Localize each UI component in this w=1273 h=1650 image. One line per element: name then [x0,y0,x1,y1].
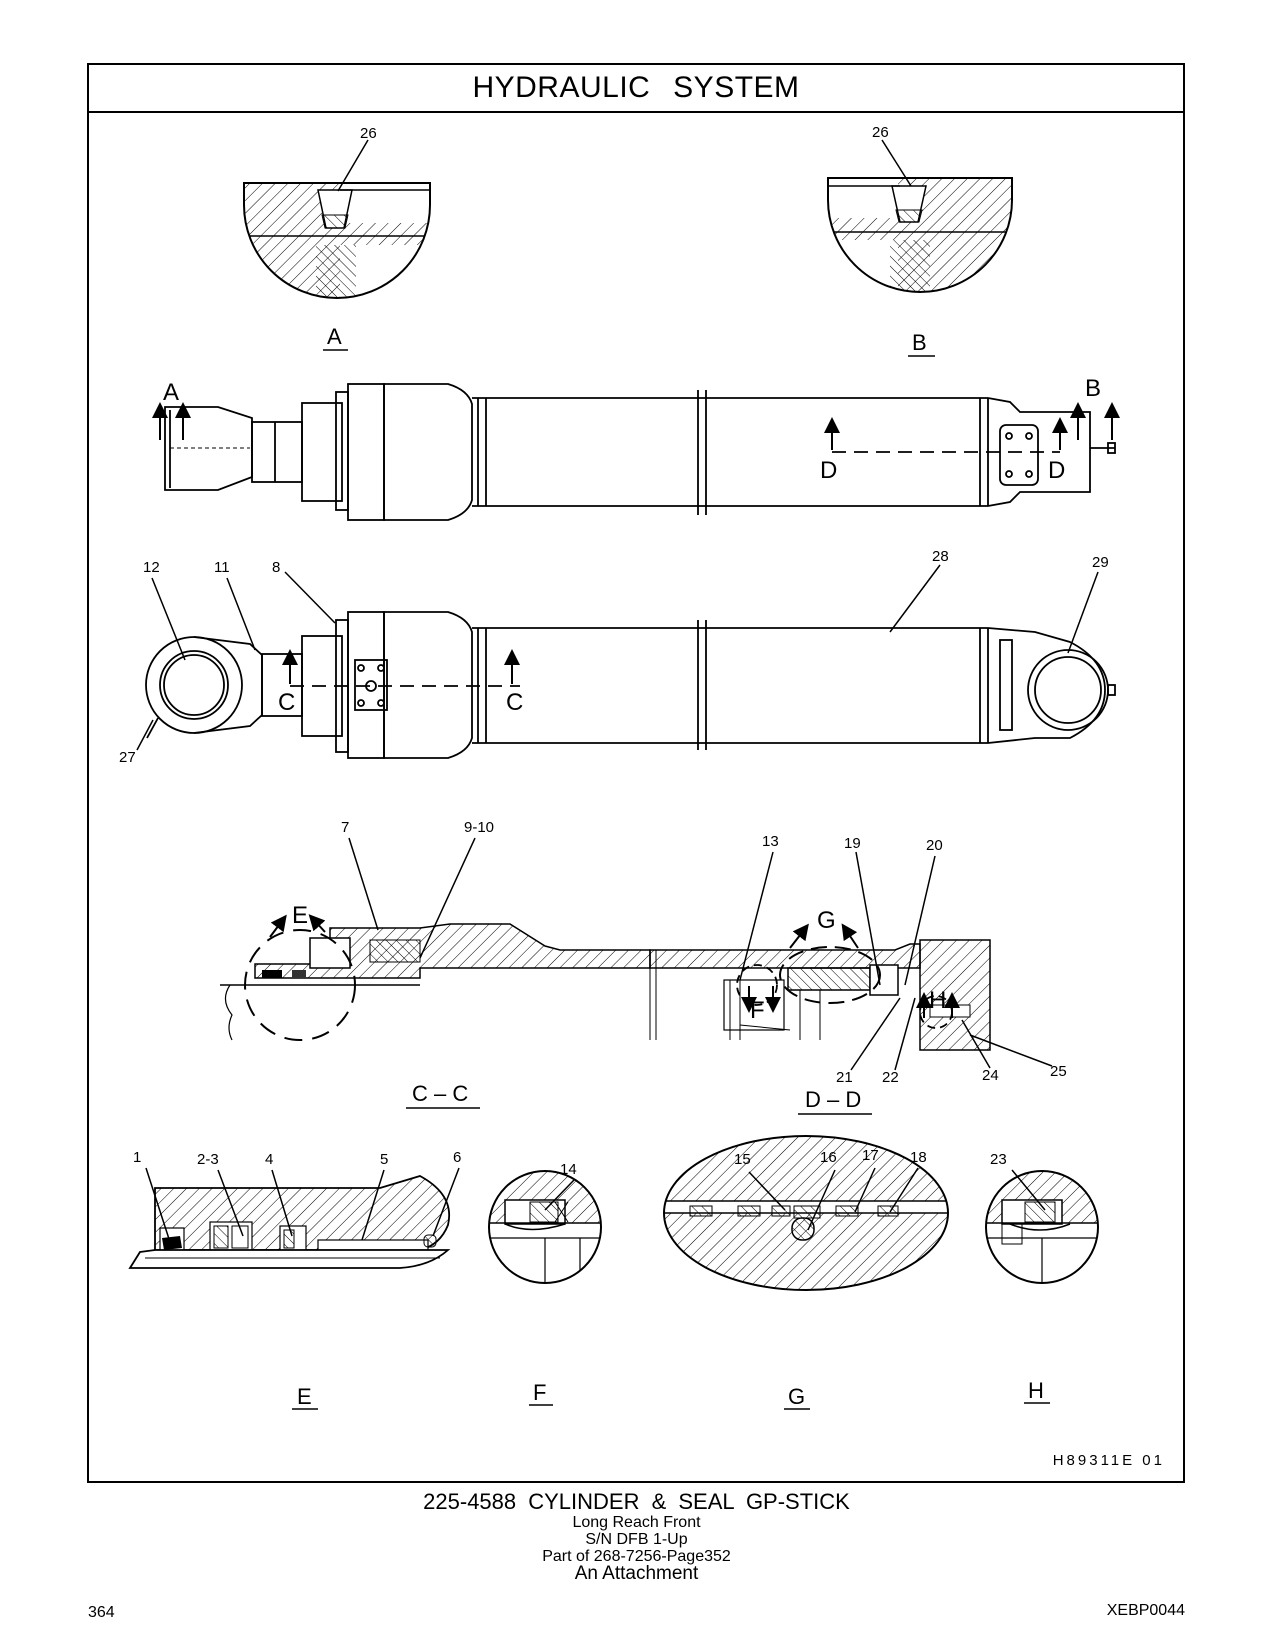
detail-f [488,1170,602,1284]
callout-12: 12 [143,559,160,576]
mark-d-right: D [1048,457,1065,484]
view-label-d-d: D – D [805,1087,861,1112]
mark-e: E [292,902,308,929]
view-label-h: H [1028,1378,1044,1403]
callout-2-3: 2-3 [197,1151,219,1168]
caption-title: 225-4588 CYLINDER & SEAL GP-STICK [423,1489,850,1514]
callout-11: 11 [214,559,230,576]
callout-5: 5 [380,1151,388,1168]
callout-22: 22 [882,1069,899,1086]
caption-line-2: S/N DFB 1-Up [585,1531,688,1548]
caption-line-1: Long Reach Front [572,1514,701,1531]
callout-9-10: 9-10 [464,819,494,836]
mark-c-left: C [278,689,295,716]
view-label-f: F [533,1380,546,1405]
doc-code: XEBP0044 [1106,1602,1185,1619]
callouts: 26 26 12 11 8 28 29 27 7 9-10 13 19 20 2… [119,124,1109,1178]
drawing-id: H89311E 01 [1052,1452,1165,1469]
mark-g: G [817,907,836,934]
detail-a [243,139,431,299]
callout-20: 20 [926,837,943,854]
cylinder-drawing: A B D D C C E G F H A B C – C D – D E F … [119,124,1120,1410]
mark-b-right: B [1085,375,1101,402]
callout-28: 28 [932,548,949,565]
view-label-b: B [912,330,927,355]
callout-7: 7 [341,819,349,836]
callout-18: 18 [910,1149,927,1166]
view-label-a: A [327,324,342,349]
callout-23: 23 [990,1151,1007,1168]
view-labels: A B C – C D – D E F G H [292,324,1050,1410]
callout-8: 8 [272,559,280,576]
caption-line-4: An Attachment [574,1563,699,1584]
view-label-e: E [297,1384,312,1409]
section-marks: A B D D C C E G F H [163,375,1101,1024]
callout-29: 29 [1092,554,1109,571]
mark-a-left: A [163,379,179,406]
mark-d-left: D [820,457,837,484]
detail-b [827,139,1013,293]
detail-g [663,1135,949,1291]
callout-21: 21 [836,1069,853,1086]
callout-25: 25 [1050,1063,1067,1080]
drawing-frame: HYDRAULIC SYSTEM H89311E 01 [87,63,1185,1483]
callout-24: 24 [982,1067,999,1084]
callout-13: 13 [762,833,779,850]
view-label-c-c: C – C [412,1081,468,1106]
mark-h: H [929,987,946,1014]
callout-26-b: 26 [872,124,889,141]
view-label-g: G [788,1384,805,1409]
section-c-c [220,923,657,1041]
callout-4: 4 [265,1151,273,1168]
page-title: HYDRAULIC SYSTEM [89,65,1183,113]
callout-17: 17 [862,1147,879,1164]
callout-16: 16 [820,1149,837,1166]
section-arrows [152,402,1120,1018]
callout-19: 19 [844,835,861,852]
callout-1: 1 [133,1149,141,1166]
mark-f: F [750,997,765,1024]
detail-e [128,1175,451,1269]
callout-27: 27 [119,749,136,766]
mark-c-right: C [506,689,523,716]
page-number: 364 [88,1604,115,1621]
callout-6: 6 [453,1149,461,1166]
callout-14: 14 [560,1161,577,1178]
leader-lines [136,564,1099,1243]
cylinder-side-view [145,611,1116,759]
callout-15: 15 [734,1151,751,1168]
caption-line-3: Part of 268-7256-Page352 [542,1548,731,1565]
cylinder-top-view [164,383,1116,521]
callout-26-a: 26 [360,125,377,142]
detail-h [985,1170,1099,1284]
